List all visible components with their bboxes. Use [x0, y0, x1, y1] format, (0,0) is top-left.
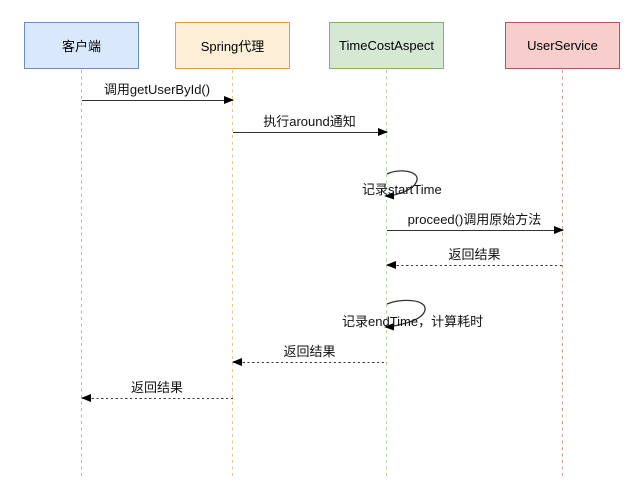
message-record-starttime-label: 记录startTime — [362, 182, 442, 197]
arrowhead-left-icon — [384, 323, 394, 331]
actor-client: 客户端 — [24, 22, 139, 69]
lifeline-spring-proxy — [231, 70, 234, 477]
message-return-result-label: 返回结果 — [283, 344, 336, 359]
message-line — [386, 229, 563, 231]
actor-time-cost-aspect: TimeCostAspect — [329, 22, 444, 69]
lifeline-time-cost-aspect — [385, 70, 388, 477]
message-proceed-call-original: proceed()调用原始方法 — [386, 212, 564, 235]
message-line — [232, 361, 387, 363]
actor-user-service: UserService — [505, 22, 620, 69]
message-return-result-to-proxy: 返回结果 — [231, 344, 387, 367]
actor-user-service-label: UserService — [527, 38, 598, 53]
message-line — [232, 131, 387, 133]
arrowhead-right-icon — [377, 128, 388, 137]
message-return-result-from-userservice: 返回结果 — [385, 247, 563, 270]
arrowhead-left-icon — [384, 192, 394, 200]
message-return-result-label: 返回结果 — [448, 247, 501, 262]
message-call-getuserbyid-label: 调用getUserById() — [103, 82, 211, 97]
lifeline-client — [80, 70, 83, 477]
arrowhead-left-icon — [80, 394, 91, 403]
message-return-result-label: 返回结果 — [130, 380, 183, 395]
actor-spring-proxy: Spring代理 — [175, 22, 290, 69]
actor-time-cost-aspect-label: TimeCostAspect — [339, 38, 434, 53]
message-call-getuserbyid: 调用getUserById() — [81, 82, 234, 105]
message-execute-around-advice-label: 执行around通知 — [263, 114, 356, 129]
arrowhead-right-icon — [223, 96, 234, 105]
self-loop-record-starttime — [384, 170, 418, 200]
arrowhead-left-icon — [385, 261, 396, 270]
message-return-result-to-client: 返回结果 — [80, 380, 233, 403]
arrowhead-right-icon — [553, 226, 564, 235]
self-loop-record-endtime — [384, 299, 426, 331]
actor-client-label: 客户端 — [61, 39, 101, 54]
actor-spring-proxy-label: Spring代理 — [200, 39, 265, 54]
arrowhead-left-icon — [231, 358, 242, 367]
message-line — [81, 99, 233, 101]
message-proceed-call-original-label: proceed()调用原始方法 — [407, 212, 542, 227]
message-execute-around-advice: 执行around通知 — [232, 114, 388, 137]
lifeline-user-service — [561, 70, 564, 477]
message-record-endtime-label: 记录endTime，计算耗时 — [342, 314, 484, 329]
message-line — [386, 264, 563, 266]
message-line — [81, 397, 233, 399]
